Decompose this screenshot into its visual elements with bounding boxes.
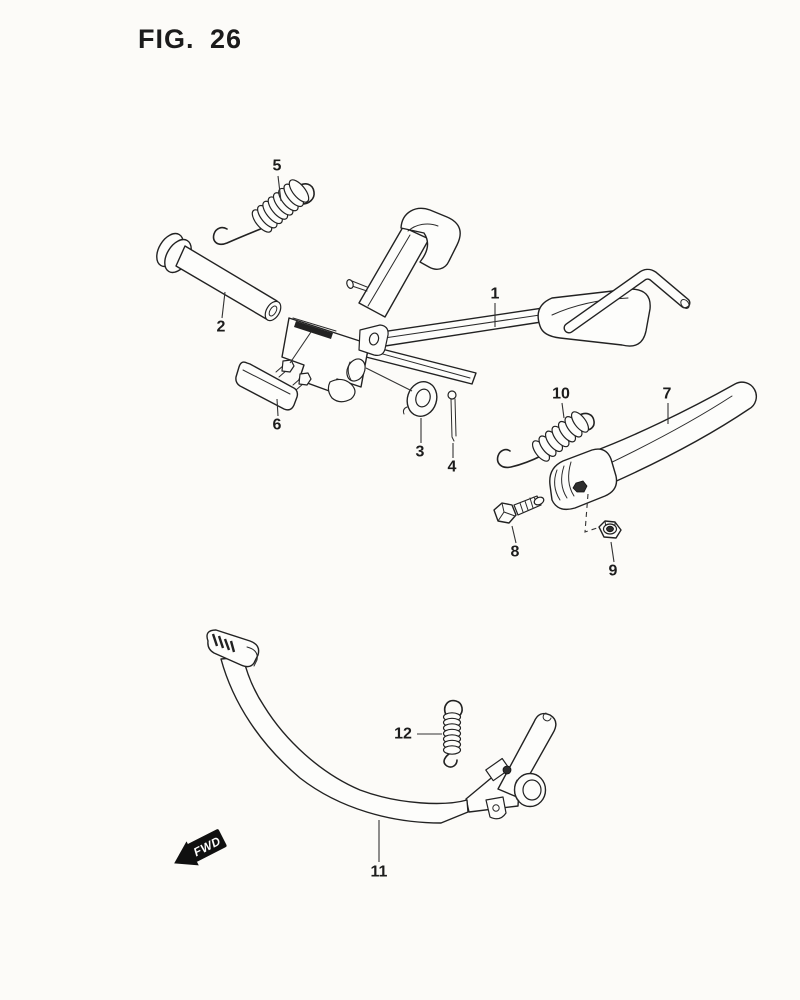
part-4-label: 4 [448,459,457,476]
fwd-arrowhead-icon [174,841,199,866]
part-1-label: 1 [491,286,500,303]
part-11-label: 11 [371,864,388,881]
part-6-leader [276,398,279,417]
part-3-label: 3 [416,444,425,461]
part-8-label: 8 [511,544,520,561]
part-6-label: 6 [273,417,282,434]
side-stand-spring-drawing [442,699,463,768]
fwd-arrow: FWD [174,829,227,866]
center-stand-drawing [281,207,691,403]
part-5-label: 5 [273,158,282,175]
center-stand-spring-drawing [212,179,315,246]
pivot-shaft-drawing [156,232,282,322]
side-stand-drawing [206,629,557,824]
washer-drawing [402,381,438,417]
part-9-label: 9 [609,563,618,580]
part-10-leader [561,402,565,419]
prop-stand-spring-drawing [496,411,595,469]
part-7-label: 7 [663,386,672,403]
prop-stand-drawing [549,381,758,511]
part-9-leader [610,541,615,563]
stopper-bracket-drawing [235,359,312,411]
part-8-leader [511,525,517,544]
fwd-arrow-body [187,829,227,862]
part-12-label: 12 [394,726,412,743]
cotter-pin-drawing [447,390,457,442]
part-10-label: 10 [552,386,570,403]
part-5-leader [277,175,282,202]
pivot-bolt-drawing [493,495,545,524]
nut-drawing [598,520,622,539]
figure-title: FIG. 26 [138,24,243,54]
part-2-label: 2 [217,319,226,336]
part-2-leader [221,291,226,319]
aux-leader-lines [289,331,598,533]
